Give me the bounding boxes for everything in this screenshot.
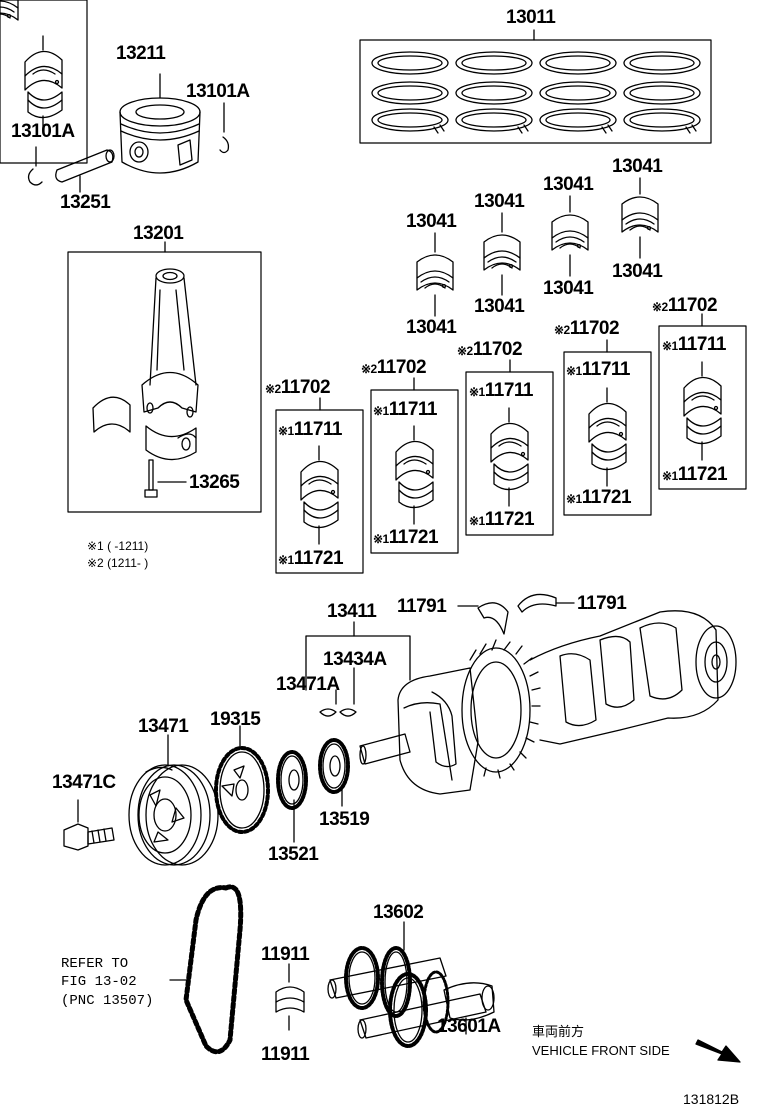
part-number-11791: 11791 [397,596,447,617]
part-number-11711: ※111711 [278,419,342,440]
part-number-13434a: 13434A [323,649,387,670]
crankshaft [359,610,737,795]
part-number-11791: 11791 [577,593,627,614]
crank-angle-sensor-plate [318,738,350,807]
timing-gear [214,725,270,834]
part-number-11721: ※111721 [469,509,535,530]
part-number-13041: 13041 [543,278,594,299]
part-number-11711: ※111711 [373,399,437,420]
part-number-11702: ※211702 [554,318,620,339]
part-number-13211: 13211 [116,43,166,64]
part-number-13471a: 13471A [276,674,340,695]
part-number-13601a: 13601A [437,1016,501,1037]
part-number-13041: 13041 [474,296,525,317]
part-number-11721: ※111721 [373,527,439,548]
connecting-rod-assembly [67,241,262,513]
part-number-11911: 11911 [261,1044,310,1065]
part-number-13041: 13041 [406,211,457,232]
part-number-13041: 13041 [543,174,594,195]
part-number-13602: 13602 [373,902,424,923]
part-number-13519: 13519 [319,809,370,830]
piston [119,73,201,174]
timing-chain [169,884,244,1055]
part-number-11702: ※211702 [265,377,331,398]
note-2: ※2 (1211- ) [87,556,149,570]
part-number-13041: 13041 [406,317,457,338]
crankshaft-pulley [128,734,219,866]
part-number-11721: ※111721 [662,464,728,485]
balance-shaft-bearing [275,963,305,1031]
crankshaft-timing-sprocket [276,750,308,843]
part-number-13471: 13471 [138,716,189,737]
part-number-11711: ※111711 [469,380,533,401]
part-number-13251: 13251 [60,192,111,213]
part-number-13471c: 13471C [52,772,116,793]
part-number-13041: 13041 [612,261,663,282]
part-number-11702: ※211702 [457,339,523,360]
snap-ring-right [219,102,230,154]
figure-id: 131812B [683,1091,740,1107]
part-number-11702: ※211702 [361,357,427,378]
piston-ring-set [359,29,712,144]
snap-ring-left [27,146,43,186]
crankshaft-key-bracket [305,621,411,717]
direction-label-jp: 車両前方 [532,1024,585,1039]
arrow-icon [695,1039,741,1063]
refer-note-line3: (PNC 13507) [61,993,154,1009]
balance-shaft-assembly [327,921,495,1048]
part-number-11711: ※111711 [662,334,726,355]
part-number-11721: ※111721 [566,487,632,508]
note-1: ※1 ( -1211) [87,539,149,553]
part-number-13101a-right: 13101A [186,81,250,102]
part-number-19315: 19315 [210,709,261,730]
thrust-washer-left [457,602,509,635]
crankshaft-bearing-set [0,0,88,164]
part-number-13521: 13521 [268,844,319,865]
part-number-13265: 13265 [189,472,240,493]
conrod-bearing [0,0,19,21]
piston-pin [55,149,115,193]
direction-label-en: VEHICLE FRONT SIDE [532,1043,670,1058]
part-number-13011: 13011 [506,7,556,28]
part-number-13041: 13041 [612,156,663,177]
part-number-11711: ※111711 [566,359,630,380]
refer-note-line1: REFER TO [61,956,129,972]
pulley-bolt [63,799,115,851]
part-number-11721: ※111721 [278,548,344,569]
part-number-13041: 13041 [474,191,525,212]
thrust-washer-right [517,593,575,613]
part-number-11911: 11911 [261,944,310,965]
part-number-13201: 13201 [133,223,184,244]
part-number-11702: ※211702 [652,295,718,316]
refer-note-line2: FIG 13-02 [61,974,137,990]
part-number-13411: 13411 [327,601,377,622]
part-number-13101a-left: 13101A [11,121,75,142]
